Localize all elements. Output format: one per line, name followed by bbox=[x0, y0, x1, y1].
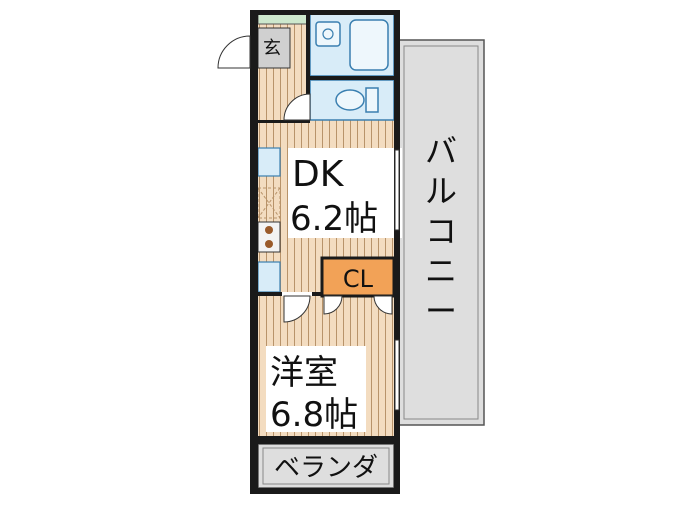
closet-label: CL bbox=[343, 265, 374, 293]
sink-icon bbox=[315, 21, 341, 47]
window-icon bbox=[394, 339, 400, 411]
doors bbox=[217, 35, 393, 323]
western-room-name-label: 洋室 bbox=[270, 353, 338, 393]
dk-label-bg bbox=[288, 148, 402, 238]
toilet-icon bbox=[335, 89, 365, 111]
closet-door-right-icon bbox=[373, 295, 393, 315]
western-room-size-label: 6.8帖 bbox=[270, 395, 358, 435]
bathtub-icon bbox=[349, 19, 389, 71]
kitchen-sink-icon bbox=[257, 261, 281, 293]
dk-size-label: 6.2帖 bbox=[290, 199, 378, 239]
room-door-icon bbox=[283, 295, 311, 323]
balcony-label: バ ル コ ニ ー bbox=[425, 132, 457, 330]
western-room-label-bg bbox=[266, 346, 366, 432]
dk-name-label: DK bbox=[292, 154, 345, 195]
veranda bbox=[257, 443, 395, 489]
entrance-door-icon bbox=[217, 35, 251, 69]
windows bbox=[394, 149, 400, 411]
walls bbox=[250, 10, 400, 494]
entrance-label: 玄 bbox=[263, 38, 281, 59]
toilet-room bbox=[309, 79, 395, 121]
balcony-label-char: ル bbox=[425, 172, 457, 210]
balcony-label-char: ニ bbox=[425, 252, 457, 290]
balcony-label-char: バ bbox=[425, 132, 457, 170]
balcony-label-char: ー bbox=[425, 292, 457, 330]
veranda-label: ベランダ bbox=[274, 453, 378, 483]
balcony bbox=[397, 39, 485, 426]
closet bbox=[320, 256, 396, 298]
window-icon bbox=[394, 149, 400, 231]
bathroom bbox=[309, 13, 395, 77]
balcony-label-char: コ bbox=[425, 212, 457, 250]
closet-door-left-icon bbox=[323, 295, 343, 315]
toilet-door-icon bbox=[283, 93, 311, 121]
